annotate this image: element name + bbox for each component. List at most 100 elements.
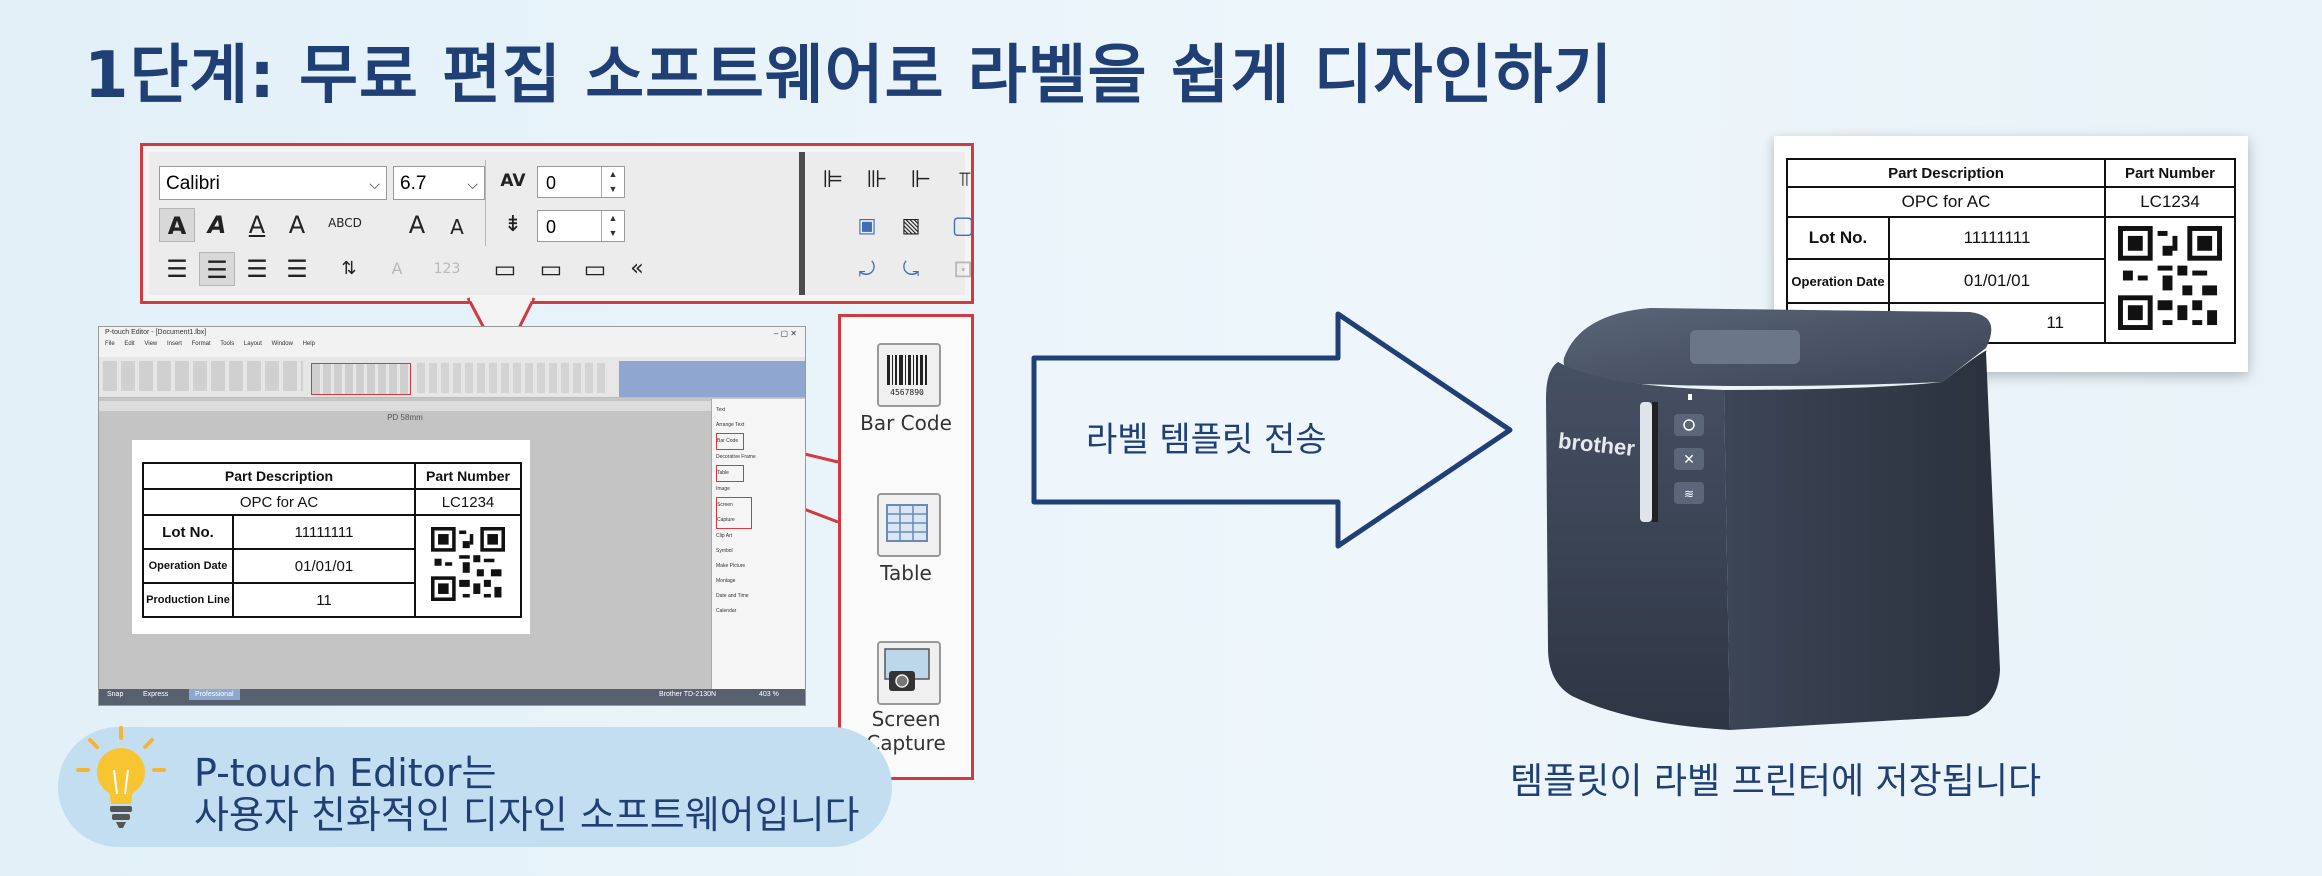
align-center-icon[interactable]: ☰	[199, 252, 235, 286]
printed-cell-description: OPC for AC	[1786, 186, 2106, 218]
serial-icon[interactable]: 123	[433, 261, 461, 277]
panel-item-clip-art[interactable]: Clip Art	[716, 533, 733, 539]
panel-item-barcode[interactable]: Bar Code	[716, 433, 744, 450]
cell-prodline-label: Production Line	[142, 582, 234, 618]
image-frame-icon[interactable]: ▧	[901, 213, 921, 237]
cell-opdate-value: 01/01/01	[232, 548, 416, 584]
flip-icon[interactable]: ⤿	[902, 257, 920, 281]
font-shrink-button[interactable]: A	[450, 215, 464, 239]
panel-item-calendar[interactable]: Calendar	[716, 608, 737, 614]
printed-cell-opdate-label: Operation Date	[1786, 258, 1890, 304]
rotate-icon[interactable]: ⤾	[858, 257, 876, 281]
menu-layout[interactable]: Layout	[243, 341, 262, 347]
barcode-icon[interactable]: 4567890	[877, 343, 941, 407]
toolbar-divider	[799, 152, 805, 295]
printed-header-description: Part Description	[1786, 158, 2106, 188]
panel-item-date-time[interactable]: Date and Time	[716, 593, 749, 599]
chevron-down-icon: ⌵	[369, 176, 380, 192]
mode-express[interactable]: Express	[143, 691, 169, 698]
tip-bubble	[58, 727, 892, 847]
menu-window[interactable]: Window	[271, 341, 293, 347]
frame-bottom-icon[interactable]: ▭	[583, 255, 607, 283]
insert-panel-callout: 4567890 Bar Code Table Screen Capture	[838, 314, 974, 780]
outline-button[interactable]: A	[288, 211, 306, 239]
vertical-text-icon[interactable]: ⇅	[341, 258, 357, 279]
panel-item-table[interactable]: Table	[716, 465, 744, 482]
panel-item-arrange-text[interactable]: Arrange Text	[716, 422, 745, 428]
menu-view[interactable]: View	[144, 341, 158, 347]
label-table[interactable]: Part Description Part Number OPC for AC …	[142, 462, 522, 618]
panel-item-image[interactable]: Image	[716, 486, 730, 492]
font-grow-button[interactable]: A	[408, 211, 426, 239]
align-right-icon[interactable]: ☰	[246, 255, 268, 283]
object-align-right-icon[interactable]: ⊩	[910, 165, 932, 193]
image-icon[interactable]: ▣	[857, 213, 877, 237]
menu-insert[interactable]: Insert	[166, 341, 182, 347]
formatting-toolbar: Calibri ⌵ 6.7 ⌵ AV 0 ▲▼ ⇟ 0 ▲▼ A A A A A…	[149, 152, 974, 295]
printed-cell-opdate-value: 01/01/01	[1888, 258, 2106, 304]
align-left-icon[interactable]: ☰	[166, 255, 188, 283]
align-justify-icon[interactable]: ☰	[286, 255, 308, 283]
printed-cell-qr	[2104, 216, 2236, 344]
transfer-label: 라벨 템플릿 전송	[1086, 420, 1327, 460]
char-spacing-spinner[interactable]: 0 ▲▼	[537, 166, 625, 198]
menu-edit[interactable]: Edit	[124, 341, 135, 347]
printer-select[interactable]: Brother TD-2130N	[659, 691, 717, 698]
numbering-icon[interactable]: A	[391, 259, 403, 278]
mode-professional[interactable]: Professional	[189, 689, 240, 700]
panel-item-screen-capture[interactable]: Screen Capture	[716, 497, 752, 529]
line-spacing-spinner[interactable]: 0 ▲▼	[537, 210, 625, 242]
char-spacing-icon: AV	[500, 171, 526, 191]
frame-top-icon[interactable]: ▭	[493, 255, 517, 283]
object-align-top-icon[interactable]: ⫪	[959, 167, 971, 191]
panel-item-montage[interactable]: Montage	[716, 578, 736, 584]
frame-middle-icon[interactable]: ▭	[539, 255, 563, 283]
toolbar-callout: Calibri ⌵ 6.7 ⌵ AV 0 ▲▼ ⇟ 0 ▲▼ A A A A A…	[140, 143, 974, 304]
printed-header-part-number: Part Number	[2104, 158, 2236, 188]
screen-capture-icon[interactable]	[877, 641, 941, 705]
zoom-level[interactable]: 403 %	[759, 691, 779, 698]
underline-button[interactable]: A	[248, 211, 266, 239]
toolbar-buttons-right[interactable]	[417, 363, 607, 393]
italic-button[interactable]: A	[207, 211, 227, 239]
spinner-arrows-icon[interactable]: ▲▼	[601, 211, 624, 241]
menu-file[interactable]: File	[105, 341, 115, 347]
panel-item-text[interactable]: Text	[716, 407, 726, 413]
menu-help[interactable]: Help	[302, 341, 315, 347]
char-spacing-value: 0	[546, 173, 557, 193]
cell-lot-value: 11111111	[232, 514, 416, 550]
text-fit-icon[interactable]: ABCD	[328, 216, 362, 230]
label-page: Part Description Part Number OPC for AC …	[132, 440, 530, 634]
menu-format[interactable]: Format	[191, 341, 211, 347]
panel-item-decorative-frame[interactable]: Decorative Frame	[716, 454, 756, 460]
group-icon[interactable]: ▢	[951, 211, 975, 239]
object-align-center-icon[interactable]: ⊪	[866, 165, 888, 193]
toolbar-buttons[interactable]	[103, 361, 303, 391]
editor-menubar: P-touch Editor - [Document1.lbx] File Ed…	[99, 327, 805, 358]
bold-button[interactable]: A	[159, 208, 195, 242]
panel-item-make-picture[interactable]: Make Picture	[716, 563, 746, 569]
tip-line-2: 사용자 친화적인 디자인 소프트웨어입니다	[194, 793, 860, 837]
page-title: 1단계: 무료 편집 소프트웨어로 라벨을 쉽게 디자인하기	[84, 39, 1614, 113]
camera-glyph	[884, 648, 930, 691]
collapse-toolbar-button[interactable]: «	[630, 256, 644, 281]
spinner-arrows-icon[interactable]: ▲▼	[601, 167, 624, 197]
insert-panel: Text Arrange Text Bar Code Decorative Fr…	[711, 399, 805, 689]
object-align-left-icon[interactable]: ⊫	[822, 165, 844, 193]
cell-qr	[414, 514, 522, 618]
font-name-dropdown[interactable]: Calibri ⌵	[159, 166, 387, 200]
table-icon[interactable]	[877, 493, 941, 557]
font-size-value: 6.7	[400, 173, 427, 194]
panel-item-symbol[interactable]: Symbol	[716, 548, 733, 554]
font-size-dropdown[interactable]: 6.7 ⌵	[393, 166, 485, 200]
transfer-arrow	[1031, 311, 1513, 549]
ungroup-icon[interactable]: ⊡	[952, 255, 974, 283]
window-controls[interactable]: – ▢ ✕	[773, 329, 797, 338]
menu-tools[interactable]: Tools	[220, 341, 235, 347]
cell-opdate-label: Operation Date	[142, 548, 234, 584]
table-glyph	[886, 504, 928, 542]
mode-snap[interactable]: Snap	[107, 691, 124, 698]
qr-code-icon	[2118, 225, 2222, 330]
printed-cell-part-number: LC1234	[2104, 186, 2236, 218]
barcode-glyph: 4567890	[887, 355, 927, 397]
